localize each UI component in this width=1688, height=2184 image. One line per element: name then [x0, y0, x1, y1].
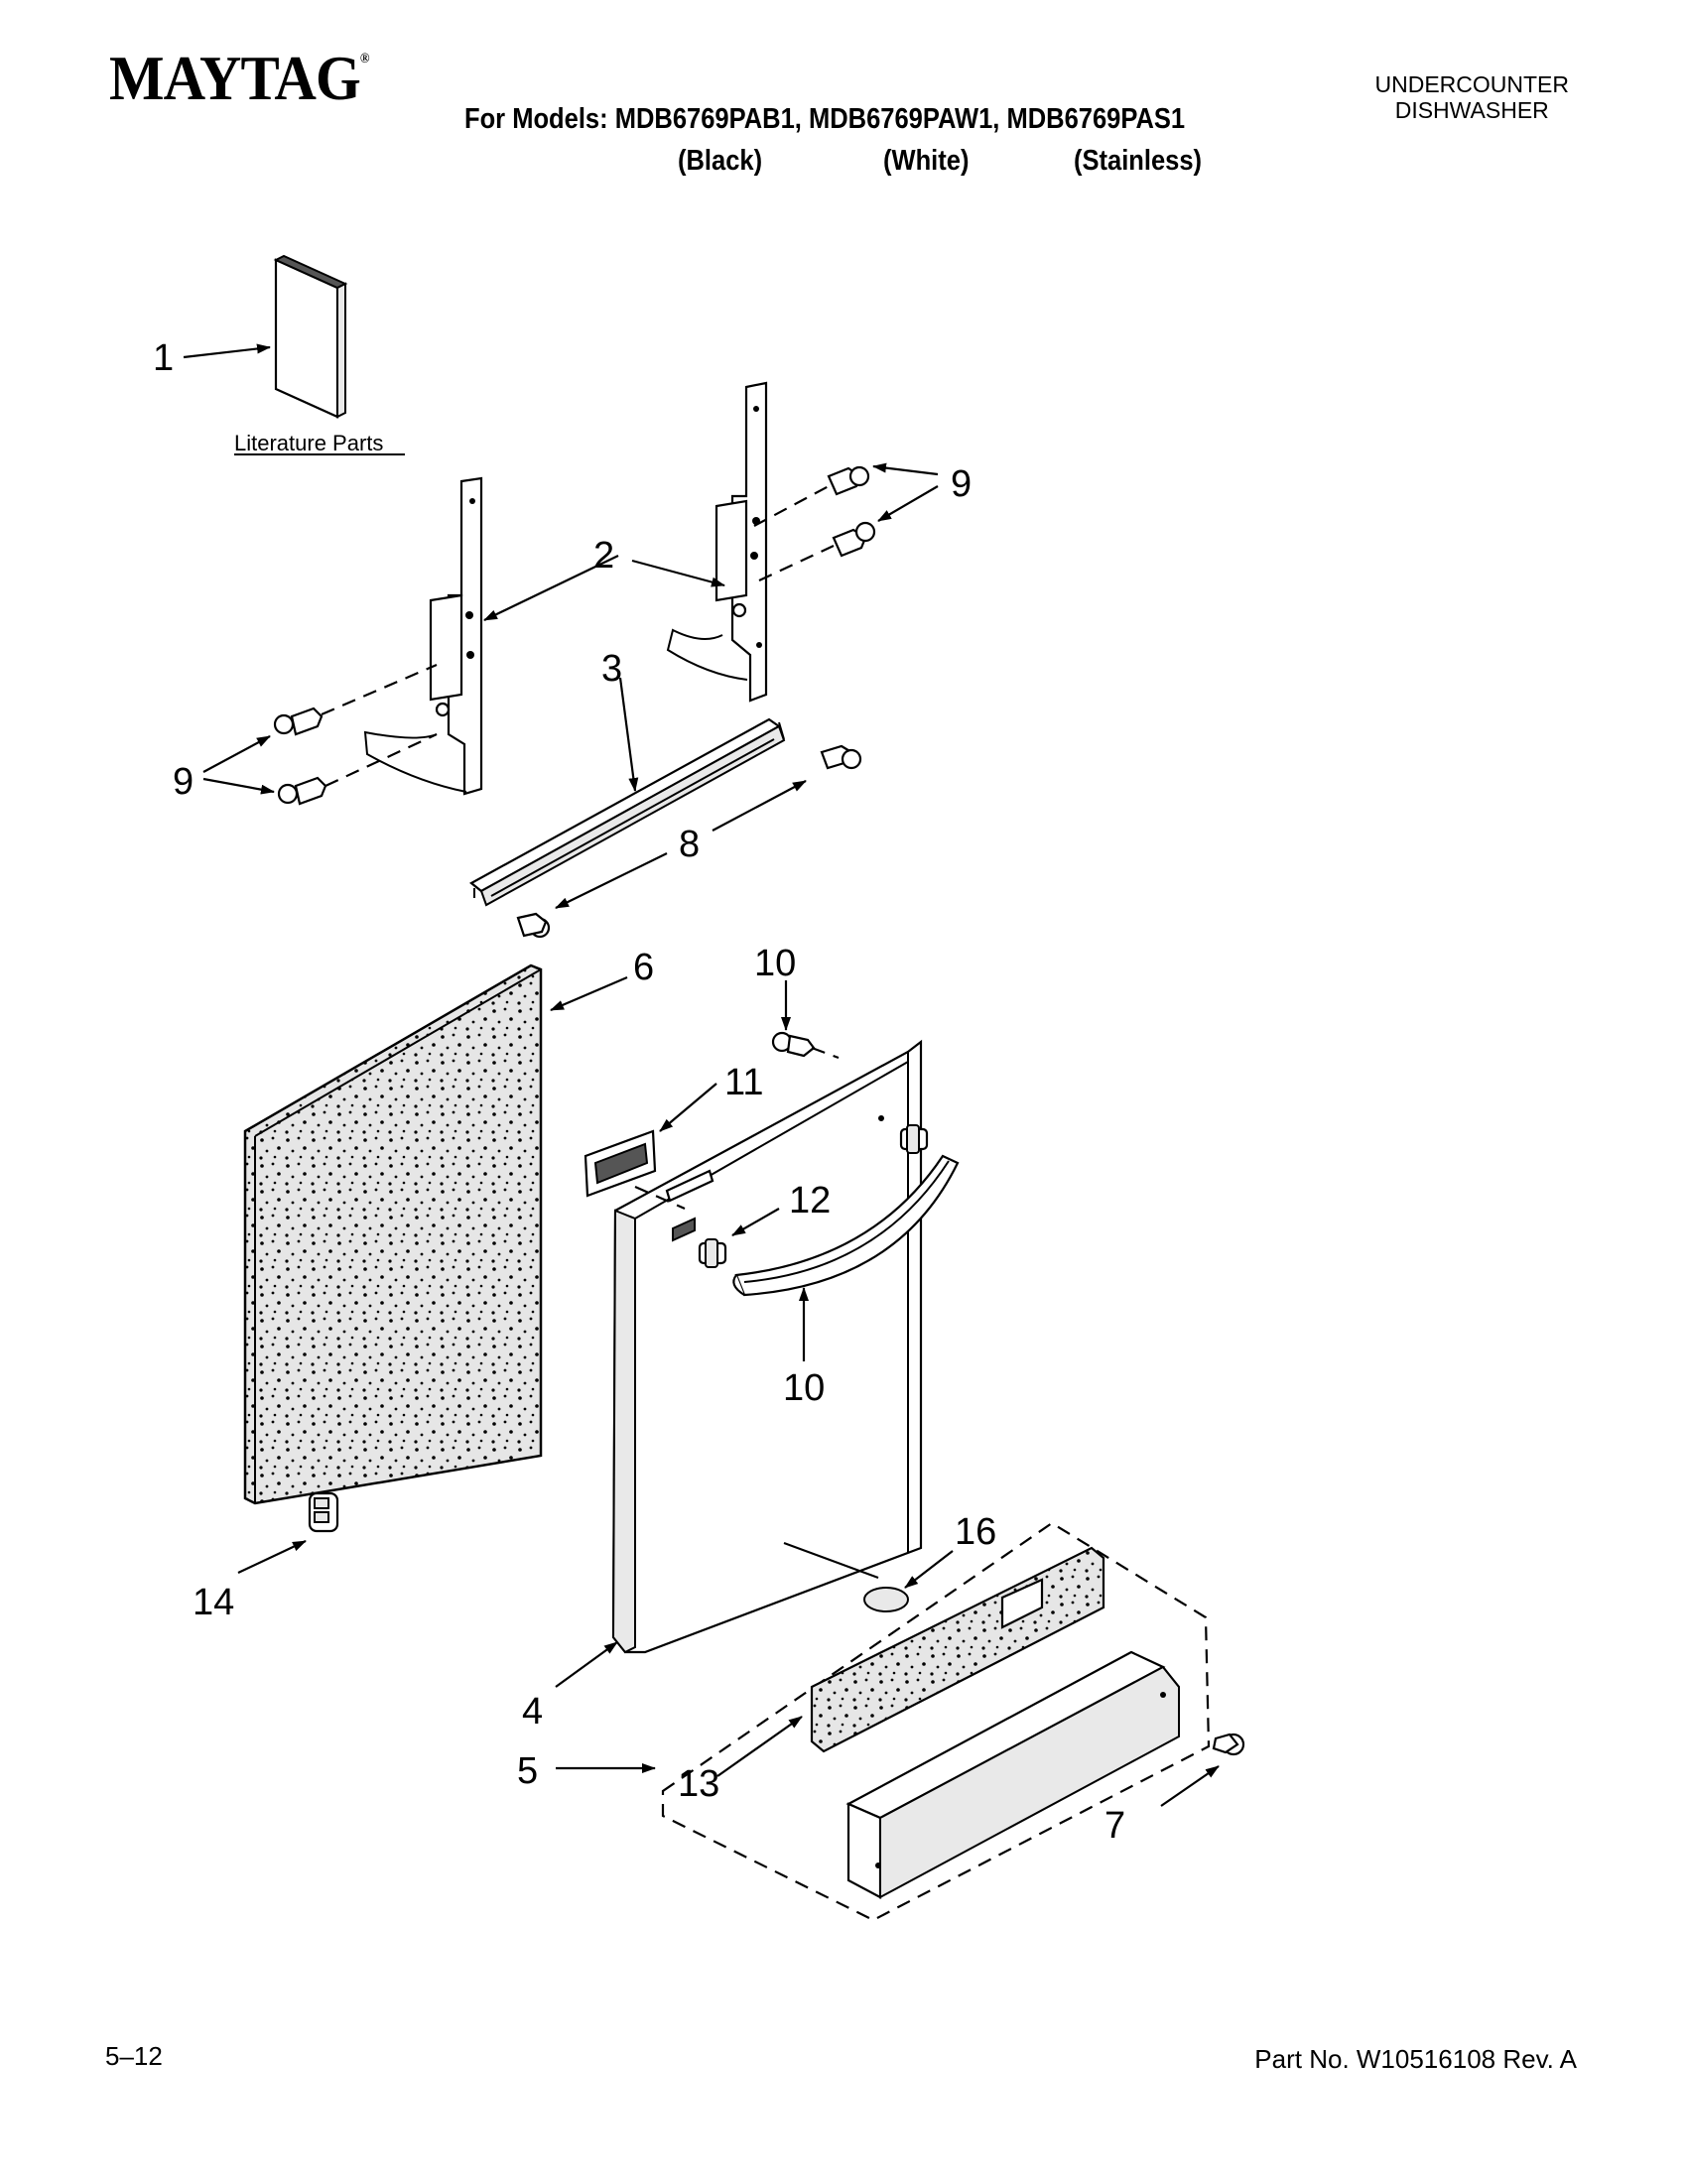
- callout-7: 7: [1104, 1805, 1125, 1847]
- door-hinge-bracket-right: [666, 381, 768, 703]
- callout-4: 4: [522, 1691, 543, 1733]
- category-line-1: UNDERCOUNTER: [1374, 71, 1570, 97]
- screw-12: [771, 1031, 816, 1058]
- clip-15: [308, 1491, 339, 1533]
- appliance-category: UNDERCOUNTER DISHWASHER: [1375, 71, 1570, 123]
- page-number: 5–12: [105, 2041, 163, 2071]
- brand-logo: MAYTAG®: [109, 43, 370, 113]
- literature-parts-label: Literature Parts: [234, 431, 383, 455]
- door-hinge-bracket-left: [363, 476, 483, 796]
- callout-9-right: 9: [951, 463, 972, 505]
- callout-2: 2: [593, 535, 614, 577]
- console-badge: [584, 1129, 657, 1198]
- callout-8: 8: [679, 824, 700, 865]
- callout-14: 13: [678, 1763, 719, 1805]
- toe-kick-panel: [845, 1650, 1180, 1899]
- door-handle: [732, 1154, 960, 1297]
- screw-9-right-top: [827, 465, 870, 496]
- callout-5: 5: [517, 1750, 538, 1792]
- outer-door-panel: [611, 1039, 923, 1654]
- screw-9-left-bottom: [277, 776, 327, 806]
- screw-7: [1212, 1733, 1245, 1756]
- callout-3: 3: [601, 648, 622, 690]
- plug-16: [863, 1587, 909, 1612]
- models-line: For Models: MDB6769PAB1, MDB6769PAW1, MD…: [464, 103, 1186, 135]
- door-rail: [469, 717, 786, 907]
- part-number: Part No. W10516108 Rev. A: [1254, 2044, 1577, 2074]
- door-insulation-panel: [243, 964, 543, 1505]
- callout-9-left: 9: [173, 761, 194, 803]
- callout-16: 16: [955, 1511, 996, 1553]
- toe-panel-kit-outline: [661, 1521, 1211, 1922]
- callout-6: 6: [633, 947, 654, 988]
- variant-black: (Black): [678, 145, 763, 177]
- screw-8-left: [516, 912, 551, 939]
- callout-15: 14: [193, 1582, 234, 1623]
- callout-13: 12: [789, 1180, 831, 1221]
- callout-10: 10: [783, 1367, 825, 1409]
- variant-white: (White): [883, 145, 970, 177]
- toe-panel-insulation: [810, 1546, 1105, 1753]
- callout-12: 10: [754, 943, 796, 984]
- handle-spacer-right: [899, 1124, 929, 1154]
- screw-9-left-top: [273, 707, 324, 736]
- handle-spacer-left: [698, 1238, 727, 1268]
- literature-part: [273, 254, 348, 419]
- category-line-2: DISHWASHER: [1394, 97, 1549, 123]
- callout-1: 1: [153, 337, 174, 379]
- screw-8-right: [820, 744, 862, 770]
- variant-stainless: (Stainless): [1074, 145, 1203, 177]
- callout-11: 11: [724, 1062, 763, 1103]
- screw-9-right-bottom: [832, 521, 876, 558]
